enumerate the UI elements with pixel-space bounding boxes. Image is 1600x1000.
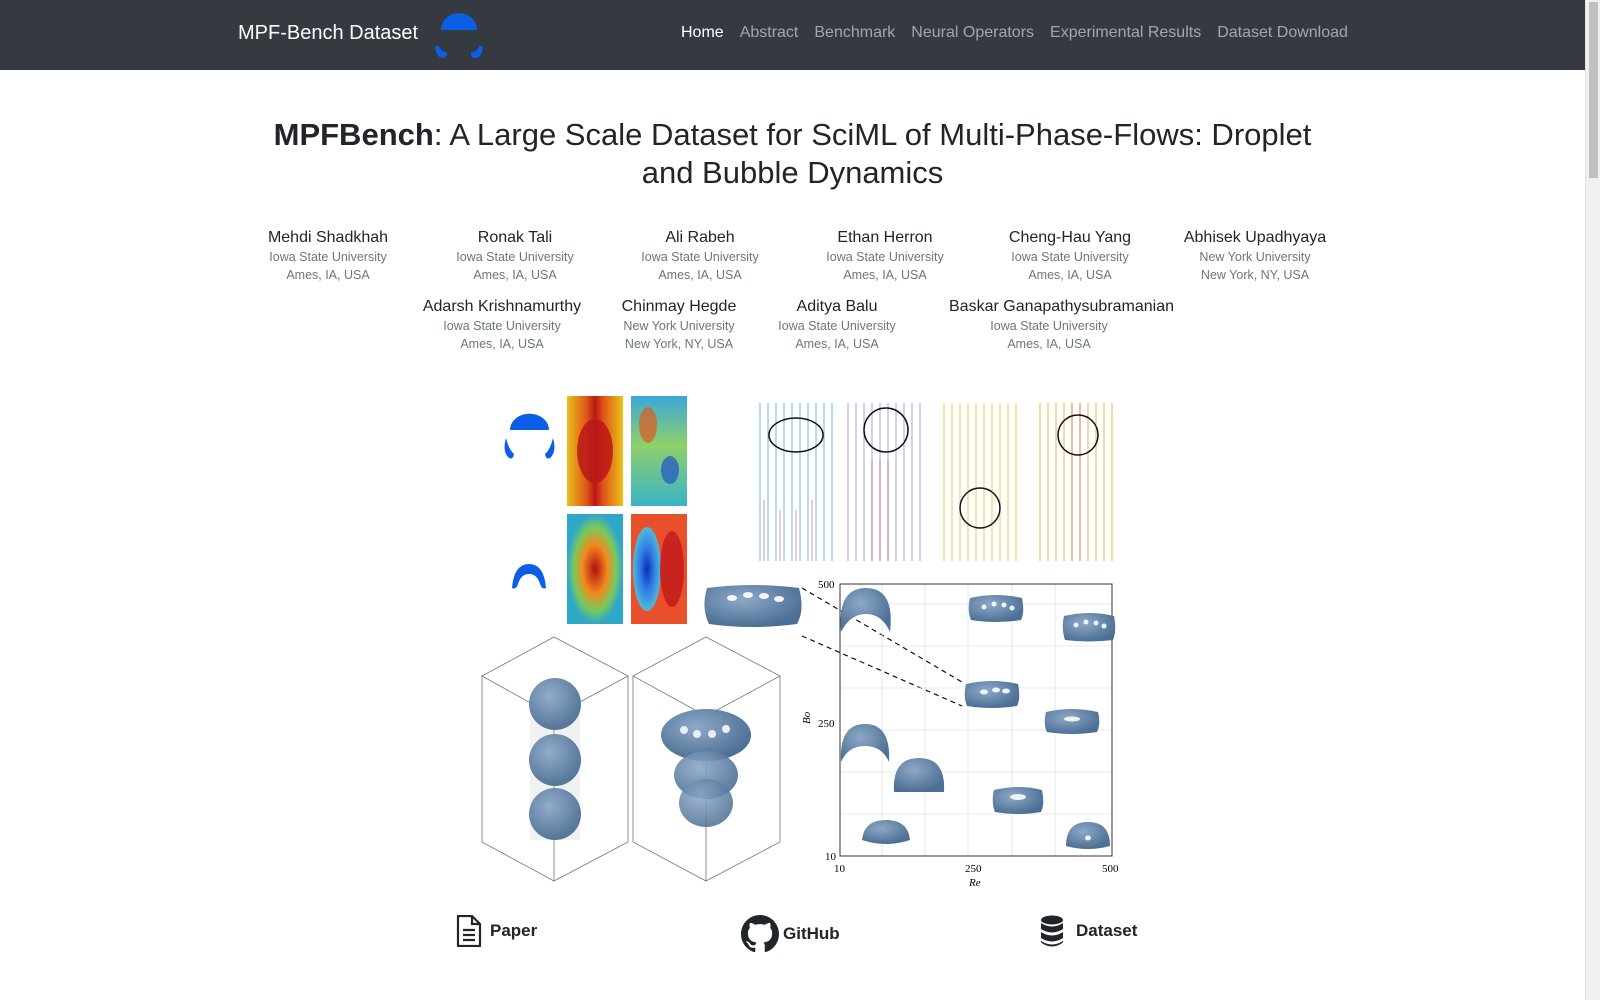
author-card: Ali Rabeh Iowa State University Ames, IA… [600, 228, 800, 284]
author-affiliation: Iowa State University [641, 250, 759, 264]
author-affiliation: New York University [623, 319, 735, 333]
author-name: Ronak Tali [477, 229, 553, 246]
author-name: Chinmay Hegde [621, 298, 737, 315]
author-name: Mehdi Shadkhah [267, 229, 389, 246]
database-icon [1041, 915, 1063, 947]
github-label: GitHub [783, 924, 840, 943]
3d-bubble-boxes [481, 636, 781, 882]
page-title: MPFBench: A Large Scale Dataset for SciM… [250, 116, 1335, 192]
nav-links: Home Abstract Benchmark Neural Operators… [681, 24, 1364, 42]
document-icon [456, 915, 482, 947]
paper-label: Paper [490, 921, 538, 940]
author-location: New York, NY, USA [1200, 268, 1310, 282]
author-card: Abhisek Upadhyaya New York University Ne… [1155, 228, 1355, 284]
author-card: Ronak Tali Iowa State University Ames, I… [415, 228, 615, 284]
author-card: Chinmay Hegde New York University New Yo… [579, 297, 779, 353]
plot-xlabel: Re [968, 877, 981, 889]
author-name: Ethan Herron [837, 229, 933, 246]
3d-bubbles [529, 678, 751, 840]
author-location: Ames, IA, USA [286, 268, 370, 282]
plot-xtick-500: 500 [1102, 863, 1119, 875]
regime-plot: Bo Re 500 250 10 10 250 500 [801, 579, 1119, 889]
plot-ylabel: Bo [801, 711, 813, 724]
title-rest: : A Large Scale Dataset for SciML of Mul… [433, 117, 1312, 190]
author-location: Ames, IA, USA [843, 268, 927, 282]
github-link[interactable]: GitHub [741, 915, 840, 953]
author-name: Cheng-Hau Yang [1008, 229, 1132, 246]
nav-home[interactable]: Home [681, 24, 724, 41]
nav-neural-operators[interactable]: Neural Operators [911, 24, 1035, 41]
author-name: Baskar Ganapathysubramanian [949, 298, 1175, 315]
dataset-link[interactable]: Dataset [1040, 915, 1137, 947]
author-name: Ali Rabeh [665, 229, 735, 246]
author-location: Ames, IA, USA [473, 268, 557, 282]
author-card: Ethan Herron Iowa State University Ames,… [785, 228, 985, 284]
author-affiliation: Iowa State University [443, 319, 561, 333]
brand-link[interactable]: MPF-Bench Dataset [238, 22, 419, 44]
streamline-panels [759, 403, 1113, 561]
author-card: Baskar Ganapathysubramanian Iowa State U… [949, 297, 1175, 353]
plot-xtick-10: 10 [834, 863, 846, 875]
author-card: Mehdi Shadkhah Iowa State University Ame… [228, 228, 428, 284]
velocity-field-panels [567, 396, 687, 624]
author-affiliation: Iowa State University [456, 250, 574, 264]
github-icon [741, 915, 779, 953]
nav-abstract[interactable]: Abstract [739, 24, 799, 41]
nav-dataset-download[interactable]: Dataset Download [1217, 24, 1348, 41]
author-affiliation: Iowa State University [826, 250, 944, 264]
top-navbar: MPF-Bench Dataset Home Abstract Benchmar… [0, 0, 1585, 70]
bubble-shape-icon [504, 413, 555, 589]
dataset-label: Dataset [1076, 921, 1138, 940]
author-location: Ames, IA, USA [1007, 337, 1091, 351]
author-location: Ames, IA, USA [795, 337, 879, 351]
paper-link[interactable]: Paper [456, 915, 537, 947]
author-card: Adarsh Krishnamurthy Iowa State Universi… [402, 297, 602, 353]
plot-ytick-10: 10 [825, 851, 837, 863]
author-location: Ames, IA, USA [460, 337, 544, 351]
plot-xtick-250: 250 [965, 863, 982, 875]
author-affiliation: New York University [1199, 250, 1311, 264]
plot-ytick-500: 500 [818, 579, 835, 591]
toroid-bubble [704, 585, 802, 627]
title-bold: MPFBench [273, 117, 434, 152]
author-affiliation: Iowa State University [778, 319, 896, 333]
author-location: Ames, IA, USA [1028, 268, 1112, 282]
page-scrollbar[interactable] [1585, 0, 1600, 1000]
author-location: Ames, IA, USA [658, 268, 742, 282]
author-name: Adarsh Krishnamurthy [422, 298, 582, 315]
nav-benchmark[interactable]: Benchmark [814, 24, 896, 41]
author-location: New York, NY, USA [624, 337, 734, 351]
author-name: Abhisek Upadhyaya [1183, 229, 1327, 246]
scroll-thumb[interactable] [1589, 2, 1598, 178]
author-card: Aditya Balu Iowa State University Ames, … [737, 297, 937, 353]
author-affiliation: Iowa State University [1011, 250, 1129, 264]
author-name: Aditya Balu [796, 298, 878, 315]
nav-experimental-results[interactable]: Experimental Results [1050, 24, 1202, 41]
author-card: Cheng-Hau Yang Iowa State University Ame… [970, 228, 1170, 284]
bubble-logo-icon [435, 13, 483, 58]
author-affiliation: Iowa State University [990, 319, 1108, 333]
author-affiliation: Iowa State University [269, 250, 387, 264]
hero-figure: Bo Re 500 250 10 10 250 500 [481, 396, 1119, 889]
plot-ytick-250: 250 [818, 718, 835, 730]
